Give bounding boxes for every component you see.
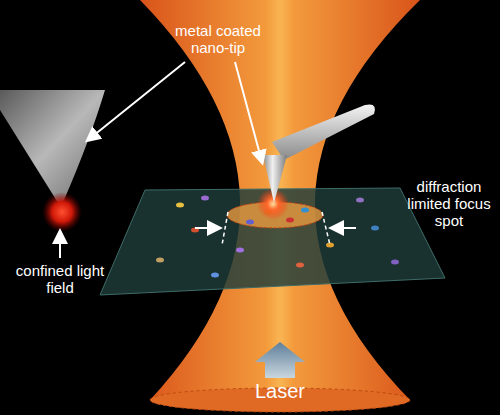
laser-arrow [255, 342, 305, 378]
cantilever [272, 104, 375, 160]
spot-marker [322, 212, 330, 245]
glass-slide [100, 188, 445, 295]
leader-arrow [88, 62, 185, 140]
confined-field [42, 192, 82, 232]
spot-arrow [332, 227, 356, 229]
annotation-label: metal coated nano-tip [168, 22, 268, 56]
annotation-label: diffraction limited focus spot [398, 178, 500, 229]
annotation-label: confined light field [10, 262, 110, 296]
annotation-label: Laser [230, 380, 330, 402]
leader-arrow [59, 232, 61, 258]
spot-marker [222, 212, 228, 245]
nano-tip [263, 155, 287, 203]
leader-arrow [235, 62, 262, 162]
sem-tip [0, 90, 105, 202]
spot-arrow [195, 227, 219, 229]
